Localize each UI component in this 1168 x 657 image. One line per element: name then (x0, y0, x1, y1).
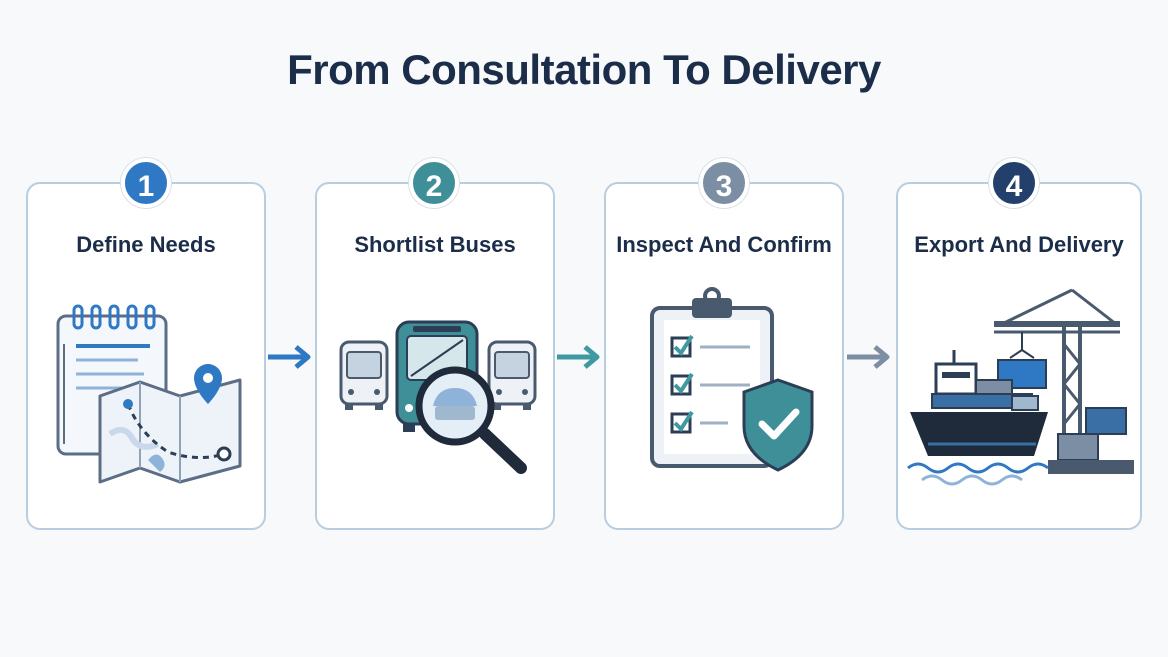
step-label: Define Needs (76, 232, 216, 257)
page-title: From Consultation To Delivery (287, 46, 881, 93)
ship-crane-icon (907, 288, 1134, 486)
step-label: Shortlist Buses (354, 232, 516, 257)
step-number-badge: 2 (409, 158, 459, 208)
step-card-export-delivery: Export And Delivery (896, 182, 1142, 530)
step-number-badge: 1 (121, 158, 171, 208)
notebook-map-icon (56, 304, 242, 484)
step-card-define-needs: Define Needs (26, 182, 266, 530)
step-label: Export And Delivery (914, 232, 1124, 257)
step-card-inspect-confirm: Inspect And Confirm (604, 182, 844, 530)
arrow-right-icon (557, 345, 600, 369)
step-card-shortlist-buses: Shortlist Buses (315, 182, 555, 530)
arrow-right-icon (847, 345, 890, 369)
step-number-badge: 3 (699, 158, 749, 208)
arrow-right-icon (268, 345, 311, 369)
step-label: Inspect And Confirm (616, 232, 832, 257)
step-number-badge: 4 (989, 158, 1039, 208)
clipboard-shield-icon (650, 287, 814, 472)
buses-magnifier-icon (339, 320, 537, 474)
